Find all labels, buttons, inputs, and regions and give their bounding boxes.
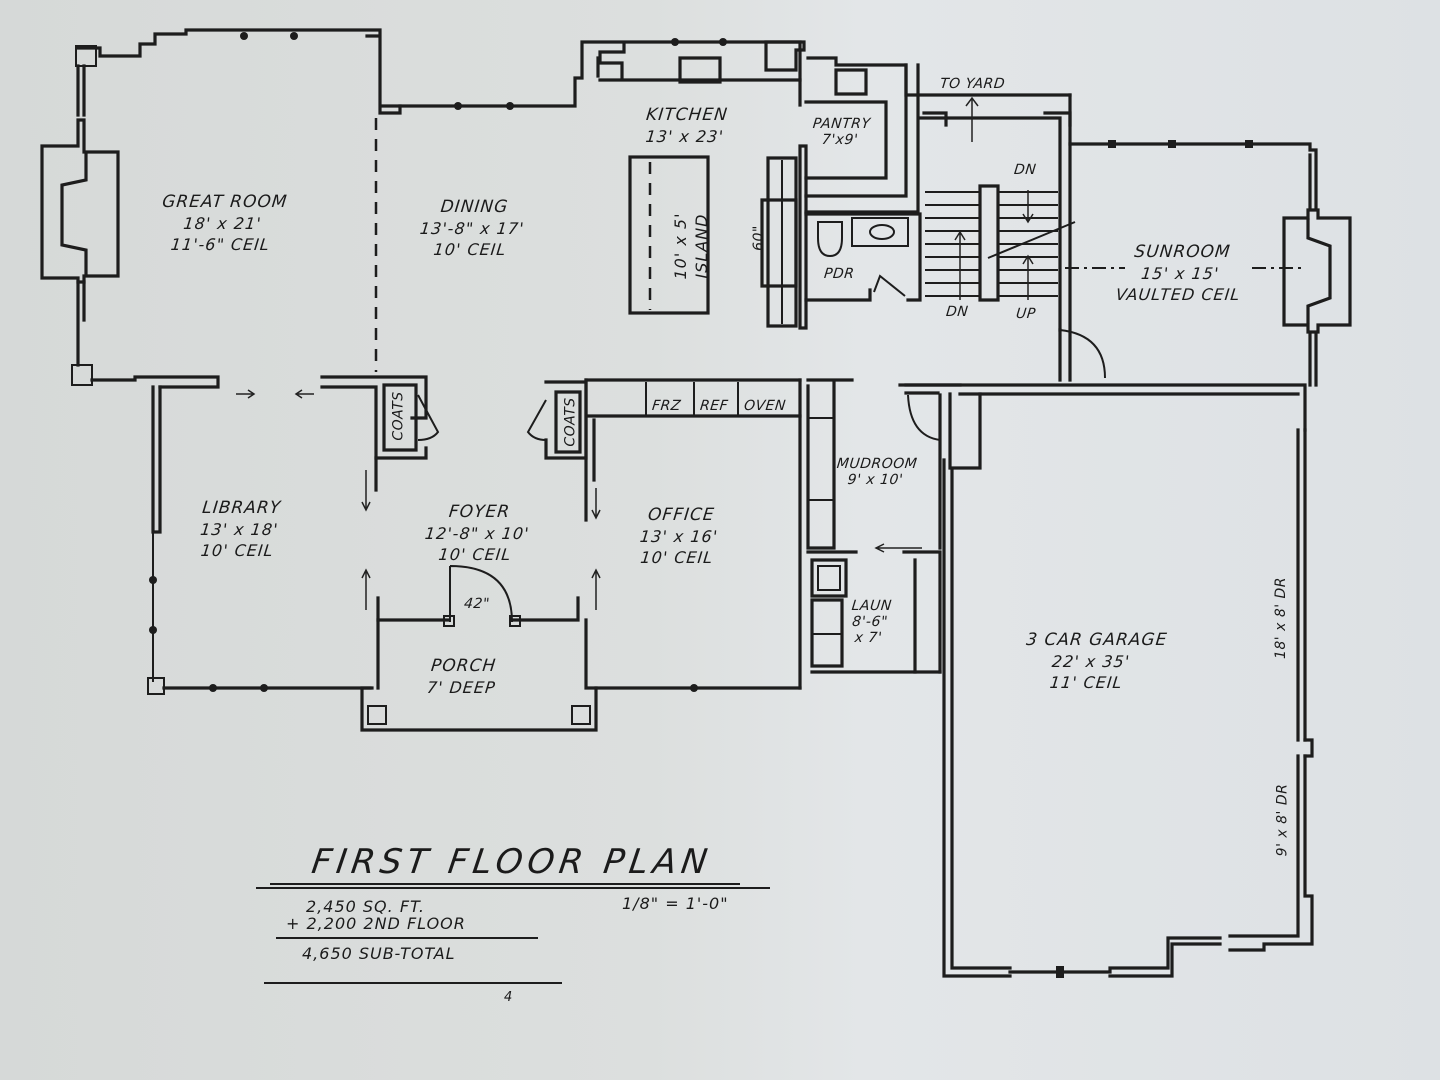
annotation: TO YARD [939,76,1006,92]
room-ceiling: 10' CEIL [639,548,715,567]
sunroom-walls [1065,140,1352,387]
appliance-wall [584,378,802,690]
room-label-dining: DINING 13'-8" x 17' 10' CEIL [417,197,528,260]
dimension: 18' x 8' DR [1273,576,1290,660]
room-size: 8'-6" [851,614,889,630]
front-door-width-label: 42" [463,596,490,612]
garage-door-small-label: 9' x 8' DR [1274,784,1290,857]
foyer-walls [320,375,802,732]
title-rules [256,883,770,984]
powder-room-walls [804,212,922,302]
room-label-library: LIBRARY 13' x 18' 10' CEIL [197,498,282,561]
room-label-laundry: LAUN 8'-6" x 7' [847,598,893,646]
room-label-foyer: FOYER 12'-8" x 10' 10' CEIL [422,502,533,565]
subtotal-area: 4,650 SUB-TOTAL [302,944,456,963]
room-label-pantry: PANTRY 7'x9' [810,116,871,148]
room-size: 15' x 15' [1140,264,1221,283]
garage-door-large-label: 18' x 8' DR [1273,577,1289,659]
room-label-office: OFFICE 13' x 16' 10' CEIL [637,505,722,568]
annotation: COATS [390,391,407,441]
room-name: PANTRY [812,116,872,132]
room-name: FOYER [447,502,512,522]
island-label: 10' x 5' ISLAND [670,191,712,301]
dimension: 42" [463,596,491,612]
room-ceiling: 11'-6" CEIL [169,235,271,254]
room-size: 7'x9' [820,132,859,148]
second-floor-area: + 2,200 2ND FLOOR [286,914,466,933]
room-label-great-room: GREAT ROOM 18' x 21' 11'-6" CEIL [157,192,289,255]
room-name: KITCHEN [645,105,729,125]
room-size: 13' x 16' [639,527,720,546]
room-size: 18' x 21' [182,214,263,233]
page-number: 4 [504,990,514,1005]
room-name: PDR [823,266,856,282]
annotation: DN [1013,162,1038,178]
room-label-mudroom: MUDROOM 9' x 10' [834,456,918,488]
appliance: FRZ [651,398,682,414]
coats-closet-left-label: COATS [391,391,407,440]
room-ceiling: 11' CEIL [1048,673,1124,692]
room-label-powder: PDR [823,266,855,282]
room-size: 22' x 35' [1051,652,1132,671]
coats-closet-right-label: COATS [563,397,579,446]
stair-dn-bottom-label: DN [945,304,969,320]
room-name: OFFICE [647,505,716,525]
room-size: 7' DEEP [425,678,497,697]
to-yard-label: TO YARD [939,76,1006,92]
room-label-sunroom: SUNROOM 15' x 15' VAULTED CEIL [1115,242,1246,305]
room-size: 9' x 10' [846,472,905,488]
room-ceiling: 10' CEIL [437,545,513,564]
room-size: 13'-8" x 17' [419,219,526,238]
great-room-walls [40,28,402,389]
room-size: 12'-8" x 10' [424,524,531,543]
bench-built-in [760,144,808,330]
stair-up-label: UP [1015,306,1036,322]
oven-label: OVEN [743,398,787,414]
room-label-garage: 3 CAR GARAGE 22' x 35' 11' CEIL [1021,630,1169,693]
appliance: OVEN [743,398,787,414]
island-name: ISLAND [692,213,711,279]
staircase [918,93,1106,382]
library-walls [147,385,372,695]
room-ceiling: 10' CEIL [199,541,275,560]
room-name: LIBRARY [201,498,283,518]
kitchen-island-shape [628,155,710,315]
plan-scale: 1/8" = 1'-0" [622,894,729,913]
appliance: REF [699,398,729,414]
dimension: 60" [750,225,767,251]
room-size: 13' x 18' [199,520,280,539]
garage-walls [898,383,1314,978]
bench-width-label: 60" [751,225,767,251]
room-label-porch: PORCH 7' DEEP [426,656,499,698]
room-label-kitchen: KITCHEN 13' x 23' [643,105,729,147]
refrigerator-label: REF [699,398,729,414]
room-name: LAUN [850,598,893,614]
kitchen-walls [398,38,1072,214]
room-name: PORCH [429,656,498,676]
plan-title: FIRST FLOOR PLAN [309,842,715,882]
annotation: UP [1015,306,1037,322]
room-size: 13' x 23' [644,127,725,146]
mudroom-walls [806,378,962,674]
annotation: DN [945,304,970,320]
annotation: COATS [562,397,579,447]
island-size: 10' x 5' [671,212,690,280]
freezer-label: FRZ [651,398,682,414]
dimension: 9' x 8' DR [1274,783,1291,857]
room-name: 3 CAR GARAGE [1025,630,1169,650]
stair-dn-top-label: DN [1013,162,1037,178]
room-name: SUNROOM [1133,242,1232,262]
room-name: DINING [439,197,510,217]
room-ceiling: 10' CEIL [432,240,508,259]
room-ceiling: VAULTED CEIL [1114,285,1242,304]
first-floor-area: 2,450 SQ. FT. [306,897,425,916]
room-name: GREAT ROOM [161,192,289,212]
room-size: x 7' [853,630,883,646]
room-name: MUDROOM [836,456,919,472]
